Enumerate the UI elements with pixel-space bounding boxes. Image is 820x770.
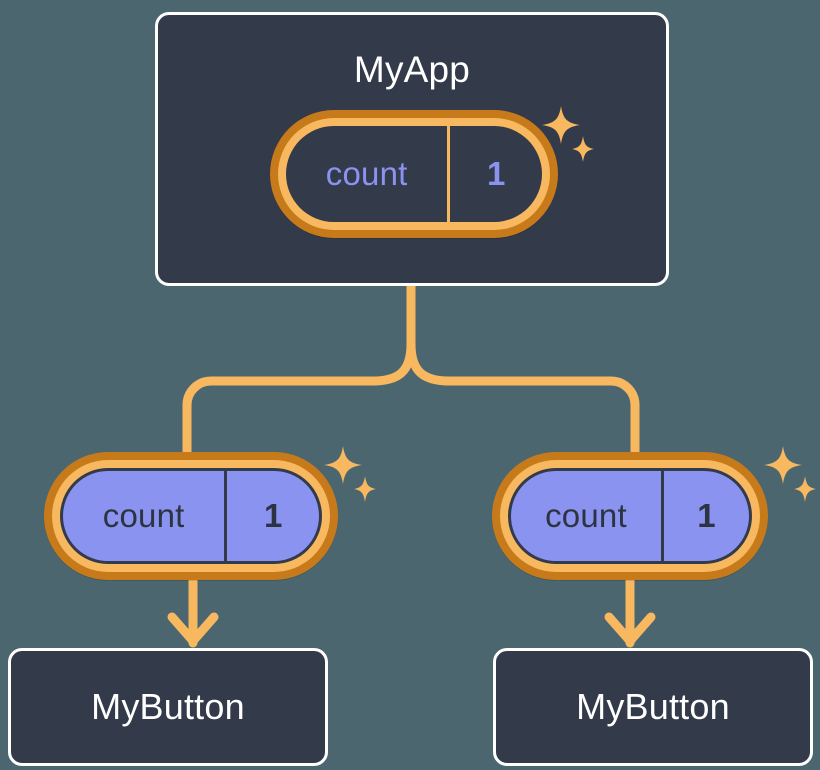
sparkle-icon-branch-1 [764,446,816,502]
state-pill-branch-1[interactable]: count 1 [492,452,768,580]
component-card-mybutton-0[interactable]: MyButton [8,648,328,766]
connector-branch-left [182,339,416,461]
arrow-head-right [604,612,656,646]
state-pill-body: count 1 [286,126,542,222]
state-pill-ring-inner: count 1 [278,118,550,230]
component-title-mybutton: MyButton [576,686,730,727]
arrow-head-left [167,612,219,646]
state-key: count [545,497,627,534]
state-key: count [325,155,408,192]
state-value: 1 [447,126,542,222]
component-title-mybutton: MyButton [91,686,245,727]
state-pill-ring-inner: count 1 [52,460,330,572]
state-pill-root[interactable]: count 1 [270,110,558,238]
state-value: 1 [660,471,749,561]
state-key: count [102,497,185,534]
component-title-myapp: MyApp [353,49,471,90]
connector-branch-right [406,339,640,461]
state-arrows [167,573,656,648]
state-pill-ring-inner: count 1 [500,460,760,572]
component-card-mybutton-1[interactable]: MyButton [493,648,813,766]
state-value: 1 [224,471,319,561]
tree-connector [182,281,640,461]
state-pill-body: count 1 [508,468,752,564]
state-pill-body: count 1 [60,468,322,564]
state-pill-branch-0[interactable]: count 1 [44,452,338,580]
